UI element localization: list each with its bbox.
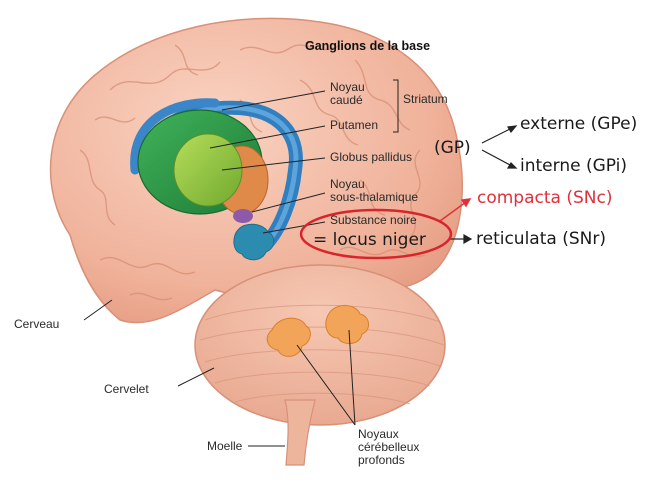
label-cervelet: Cervelet	[104, 383, 149, 396]
globus-pallidus-shape	[174, 134, 242, 206]
gp-arrows	[482, 126, 516, 168]
cerebellum-shape	[195, 265, 445, 425]
subthalamic-small-nucleus	[233, 209, 253, 223]
label-putamen: Putamen	[330, 119, 378, 132]
label-noyau-caude-line2: caudé	[330, 94, 365, 107]
annotation-locus-niger: = locus niger	[313, 230, 426, 250]
annotation-gp: (GP)	[434, 138, 471, 158]
label-noyau-sous-thalamique-line2: sous-thalamique	[330, 191, 418, 204]
spinal-cord-shape	[285, 400, 315, 465]
annotation-externe: externe (GPe)	[520, 114, 637, 134]
label-moelle: Moelle	[207, 440, 242, 453]
label-noyau-sous-thalamique: Noyau sous-thalamique	[330, 178, 418, 204]
label-substance-noire: Substance noire	[330, 214, 417, 227]
annotation-compacta: compacta (SNc)	[477, 188, 612, 208]
label-noyaux-cerebelleux: Noyaux cérébelleux profonds	[358, 428, 419, 467]
label-noyaux-cerebelleux-line3: profonds	[358, 454, 419, 467]
diagram-title: Ganglions de la base	[305, 40, 430, 53]
label-noyau-caude: Noyau caudé	[330, 81, 365, 107]
label-cerveau: Cerveau	[14, 318, 59, 331]
annotation-interne: interne (GPi)	[520, 156, 627, 176]
label-striatum: Striatum	[403, 93, 448, 106]
label-globus-pallidus: Globus pallidus	[330, 151, 412, 164]
annotation-reticulata: reticulata (SNr)	[476, 229, 606, 249]
